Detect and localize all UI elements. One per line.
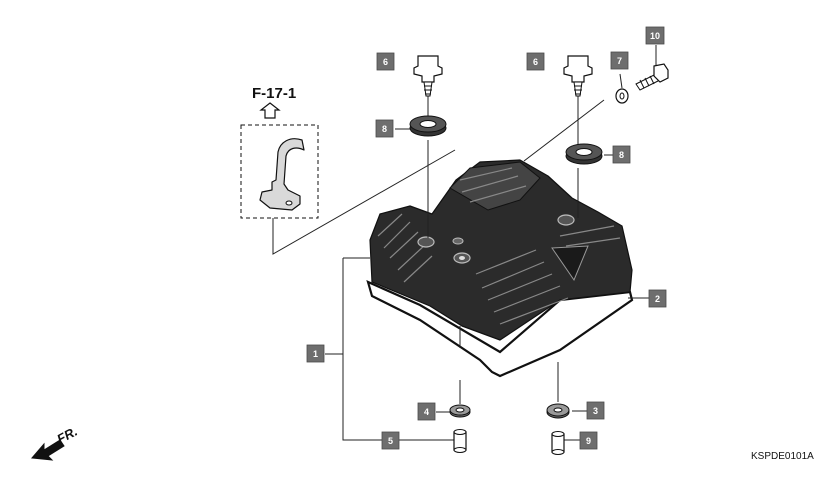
svg-text:4: 4 xyxy=(424,407,429,417)
callout-6-left[interactable]: 6 xyxy=(376,52,395,71)
callout-7[interactable]: 7 xyxy=(610,51,629,70)
callout-3[interactable]: 3 xyxy=(586,401,605,420)
rubber-seal-right xyxy=(565,143,603,165)
dowel-pin-left xyxy=(453,429,467,453)
svg-text:6: 6 xyxy=(383,57,388,67)
reference-leader xyxy=(272,149,456,255)
callout-5[interactable]: 5 xyxy=(381,431,400,450)
svg-text:5: 5 xyxy=(388,436,393,446)
hex-bolt xyxy=(635,63,669,91)
svg-text:2: 2 xyxy=(655,294,660,304)
callout-1[interactable]: 1 xyxy=(306,344,325,363)
reference-arrow-icon xyxy=(259,102,281,119)
front-arrow-icon xyxy=(30,439,65,461)
callout-4[interactable]: 4 xyxy=(417,402,436,421)
reference-label: F-17-1 xyxy=(252,85,296,102)
reference-detail: F-17-1 xyxy=(240,85,456,255)
breather-pipe xyxy=(259,138,305,211)
washer-right xyxy=(546,403,570,419)
svg-text:9: 9 xyxy=(586,436,591,446)
small-parts xyxy=(409,55,669,455)
washer-left xyxy=(449,404,471,418)
leader-lines xyxy=(325,45,657,441)
svg-text:6: 6 xyxy=(533,57,538,67)
diagram-code: KSPDE0101A xyxy=(751,451,814,462)
dowel-pin-right xyxy=(551,431,565,455)
svg-text:8: 8 xyxy=(619,150,624,160)
reference-dashed-box xyxy=(240,124,319,219)
callout-9[interactable]: 9 xyxy=(579,431,598,450)
svg-text:7: 7 xyxy=(617,56,622,66)
sealing-washer xyxy=(615,88,629,104)
callout-6-right[interactable]: 6 xyxy=(526,52,545,71)
front-direction-indicator: FR. xyxy=(30,424,80,461)
callout-8-left[interactable]: 8 xyxy=(375,119,394,138)
callout-10[interactable]: 10 xyxy=(645,26,665,45)
svg-text:10: 10 xyxy=(650,31,660,41)
svg-text:8: 8 xyxy=(382,124,387,134)
svg-text:1: 1 xyxy=(313,349,318,359)
cover-body xyxy=(369,159,633,341)
cylinder-head-cover xyxy=(366,159,634,378)
flange-bolt-left xyxy=(413,55,443,97)
callout-2[interactable]: 2 xyxy=(648,289,667,308)
callouts: 1 2 3 4 5 6 6 7 xyxy=(306,26,667,450)
callout-8-right[interactable]: 8 xyxy=(612,145,631,164)
svg-text:3: 3 xyxy=(593,406,598,416)
cover-gasket xyxy=(366,280,634,378)
rubber-seal-left xyxy=(409,115,447,137)
flange-bolt-right xyxy=(563,55,593,97)
